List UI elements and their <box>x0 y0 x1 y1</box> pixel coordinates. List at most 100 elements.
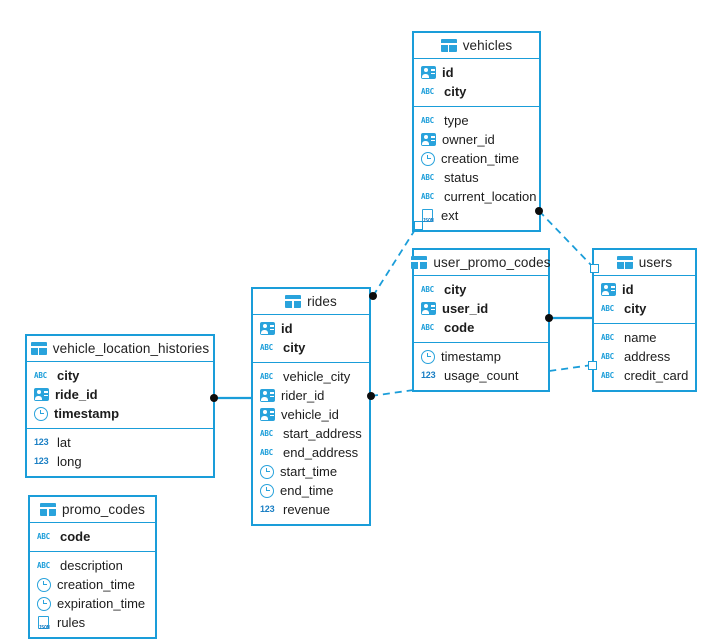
field-name: city <box>624 301 647 316</box>
field-row-description[interactable]: ABC description <box>30 556 155 575</box>
abc-string-icon: ABC <box>260 448 273 457</box>
clock-timestamp-icon <box>421 151 435 166</box>
id-badge-icon <box>260 408 275 421</box>
table-header-promo_codes[interactable]: promo_codes <box>30 497 155 523</box>
field-row-creation_time[interactable]: creation_time <box>414 149 539 168</box>
table-header-vehicles[interactable]: vehicles <box>414 33 539 59</box>
field-name: ride_id <box>55 387 98 402</box>
clock-timestamp-icon <box>37 577 51 592</box>
field-name: owner_id <box>442 132 495 147</box>
field-name: vehicle_city <box>283 369 351 384</box>
abc-string-icon: ABC <box>37 561 50 570</box>
field-row-name[interactable]: ABC name <box>594 328 695 347</box>
field-name: revenue <box>283 502 330 517</box>
table-grid-icon <box>30 342 47 355</box>
field-row-code[interactable]: ABC code <box>30 527 155 546</box>
relationship-dot-vehicle-location-histories-to-rides <box>210 394 218 402</box>
field-row-ride_id[interactable]: ride_id <box>27 385 213 404</box>
field-name: city <box>57 368 80 383</box>
field-name: code <box>60 529 91 544</box>
field-name: ext <box>441 208 459 223</box>
field-name: type <box>444 113 469 128</box>
id-badge-icon <box>34 388 49 401</box>
table-header-user_promo_codes[interactable]: user_promo_codes <box>411 250 551 276</box>
field-name: description <box>60 558 123 573</box>
field-name: name <box>624 330 657 345</box>
field-name: id <box>281 321 293 336</box>
field-row-start_time[interactable]: start_time <box>253 462 369 481</box>
table-title: vehicle_location_histories <box>52 341 210 356</box>
abc-string-icon: ABC <box>601 352 614 361</box>
123-number-icon: 123 <box>34 456 49 466</box>
field-row-user_id[interactable]: user_id <box>414 299 548 318</box>
field-name: user_id <box>442 301 489 316</box>
abc-string-icon: ABC <box>37 532 50 541</box>
field-row-rider_id[interactable]: rider_id <box>253 386 369 405</box>
field-row-owner_id[interactable]: owner_id <box>414 130 539 149</box>
field-name: start_address <box>283 426 362 441</box>
field-row-expiration_time[interactable]: expiration_time <box>30 594 155 613</box>
field-row-timestamp[interactable]: timestamp <box>27 404 213 423</box>
clock-timestamp-icon <box>34 406 48 421</box>
table-header-rides[interactable]: rides <box>253 289 369 315</box>
table-title: vehicles <box>462 38 513 53</box>
table-grid-icon <box>616 256 633 269</box>
relationship-dot-rides-to-users <box>367 392 375 400</box>
field-name: city <box>444 282 467 297</box>
field-row-id[interactable]: id <box>414 63 539 82</box>
field-row-id[interactable]: id <box>253 319 369 338</box>
table-header-vehicle_location_histories[interactable]: vehicle_location_histories <box>27 336 213 362</box>
field-row-id[interactable]: id <box>594 280 695 299</box>
table-title: rides <box>307 294 337 309</box>
field-row-long[interactable]: 123 long <box>27 452 213 471</box>
field-row-creation_time[interactable]: creation_time <box>30 575 155 594</box>
abc-string-icon: ABC <box>421 192 434 201</box>
field-name: long <box>57 454 82 469</box>
field-row-vehicle_id[interactable]: vehicle_id <box>253 405 369 424</box>
field-row-end_time[interactable]: end_time <box>253 481 369 500</box>
field-name: end_time <box>280 483 334 498</box>
field-row-timestamp[interactable]: timestamp <box>414 347 548 366</box>
abc-string-icon: ABC <box>601 333 614 342</box>
abc-string-icon: ABC <box>260 343 273 352</box>
table-title: user_promo_codes <box>433 255 551 270</box>
relationship-dot-vehicles-to-rides <box>369 292 377 300</box>
abc-string-icon: ABC <box>421 323 434 332</box>
relationship-square-rides-to-users <box>587 360 597 370</box>
table-header-users[interactable]: users <box>594 250 695 276</box>
